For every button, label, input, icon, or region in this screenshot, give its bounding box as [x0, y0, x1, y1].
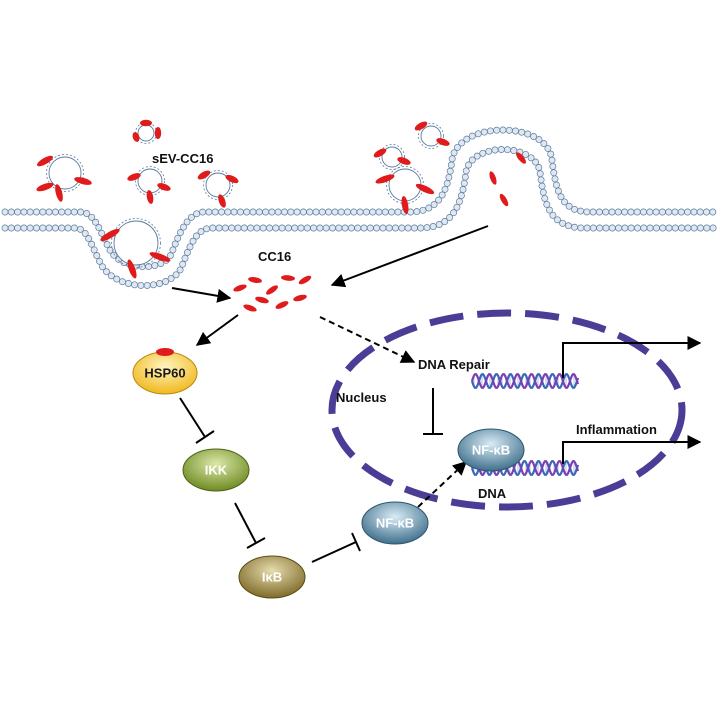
- transcription-arrow-lower: [562, 435, 702, 464]
- cc16-fragments: [233, 152, 526, 312]
- nfkb-nucleus-label: NF-κB: [472, 443, 510, 458]
- inflammation-label: Inflammation: [576, 422, 657, 437]
- dna-label: DNA: [478, 486, 507, 501]
- inhibit-ikk-ikb: [234, 502, 266, 549]
- inhibit-hsp60-ikk: [179, 397, 215, 444]
- nfkb-cytoplasm-node: NF-κB: [361, 501, 429, 545]
- arrow-cc16-to-dna-repair: [319, 316, 416, 363]
- ikk-label: IKK: [205, 463, 228, 478]
- arrow-membrane-to-cc16: [330, 225, 489, 288]
- arrow-vesicle-to-cc16: [171, 287, 232, 303]
- dna-helix-upper: [470, 373, 580, 389]
- extracellular-vesicles: [36, 119, 450, 279]
- inhibit-ikb-nfkb: [311, 532, 361, 563]
- nfkb-nucleus-node: NF-κB: [457, 428, 525, 472]
- hsp60-node: HSP60: [132, 348, 198, 395]
- dna-repair-label: DNA Repair: [418, 357, 490, 372]
- nucleus-label: Nucleus: [336, 390, 387, 405]
- ikb-node: IκB: [238, 555, 306, 599]
- transcription-arrow-upper: [562, 336, 702, 378]
- sev-cc16-label: sEV-CC16: [152, 151, 213, 166]
- inhibit-dna-repair-nfkb: [423, 388, 443, 435]
- ikk-node: IKK: [182, 448, 250, 492]
- nfkb-cytoplasm-label: NF-κB: [376, 516, 414, 531]
- cc16-label: CC16: [258, 249, 291, 264]
- cell-membrane: [1, 126, 717, 289]
- ikb-label: IκB: [262, 570, 282, 585]
- nucleus-envelope: [328, 309, 686, 511]
- arrow-cc16-to-hsp60: [195, 314, 239, 346]
- hsp60-label: HSP60: [144, 366, 185, 381]
- arrow-nfkb-to-nucleus: [417, 461, 468, 508]
